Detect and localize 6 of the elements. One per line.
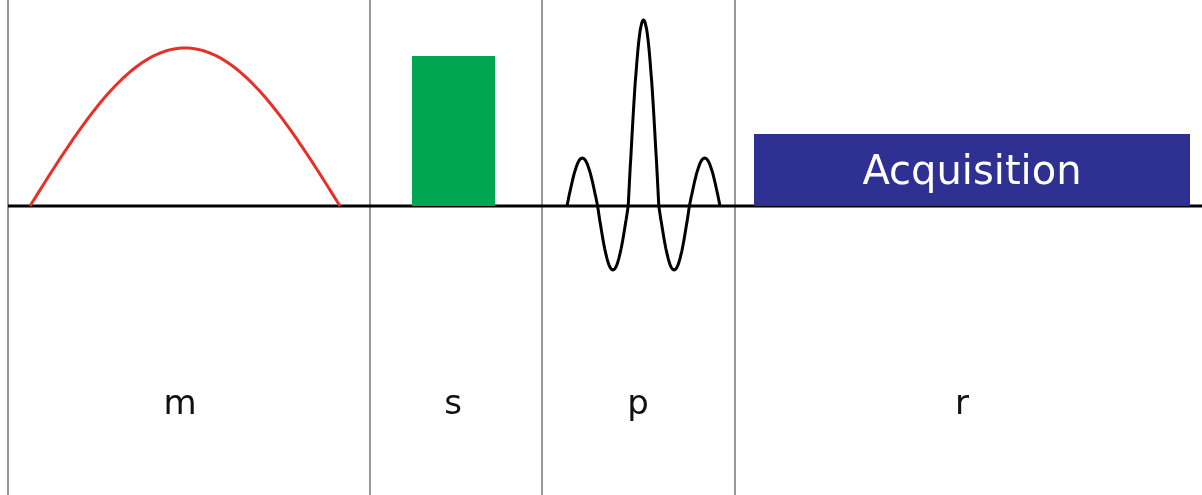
segment-label: s	[444, 382, 462, 422]
acquisition-block: Acquisition	[754, 134, 1190, 206]
segment-label: r	[955, 382, 969, 422]
gradient-bar	[412, 56, 495, 206]
segment-label: p	[627, 382, 649, 422]
segment-label: m	[163, 382, 197, 422]
